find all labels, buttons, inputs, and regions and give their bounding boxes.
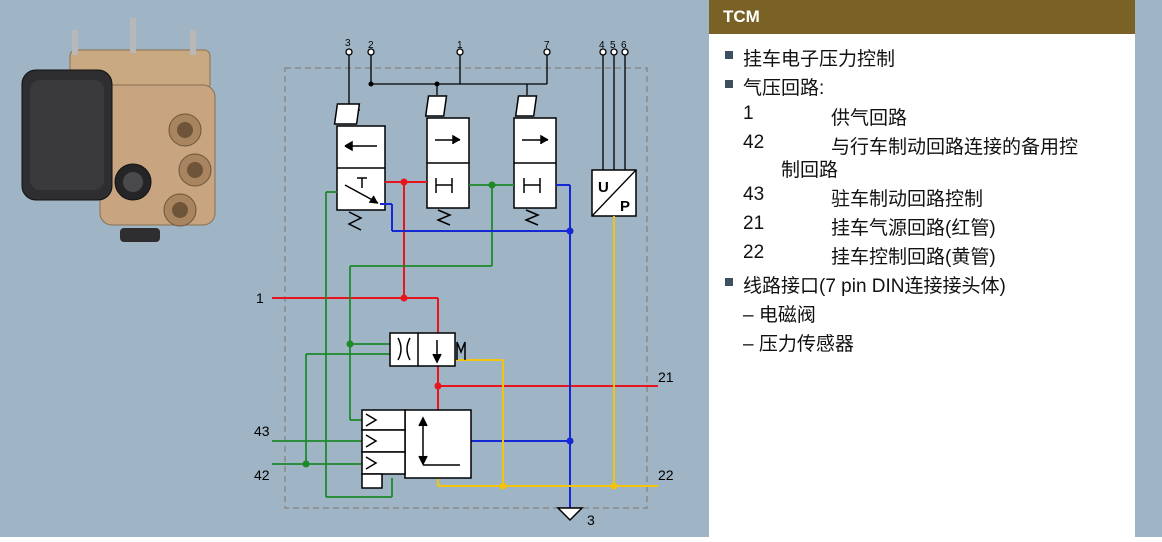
relay-valve xyxy=(389,332,466,367)
port-label-1: 1 xyxy=(256,290,264,306)
port-label-42: 42 xyxy=(254,467,270,483)
pin-label: 7 xyxy=(544,40,550,51)
bullet-icon xyxy=(725,51,733,59)
port-description: 供气回路 xyxy=(831,108,908,129)
pin-connectors xyxy=(345,48,629,170)
header-title: TCM xyxy=(723,7,760,26)
port-description: 与行车制动回路连接的备用控 xyxy=(831,137,1079,158)
schematic-area: 3 2 1 7 4 5 6 xyxy=(21,18,674,528)
pin-label: 3 xyxy=(345,38,351,49)
port-description: 驻车制动回路控制 xyxy=(831,189,984,210)
sub-item: – 压力传感器 xyxy=(743,334,854,355)
port-label-21: 21 xyxy=(658,369,674,385)
bullet-1: 挂车电子压力控制 xyxy=(743,49,896,70)
left-panel: 3 2 1 7 4 5 6 xyxy=(0,0,709,537)
port-number: 22 xyxy=(743,242,765,263)
pin-label: 6 xyxy=(621,40,627,51)
port-label-22: 22 xyxy=(658,467,674,483)
yellow-circuit xyxy=(437,216,658,487)
port-description: 挂车气源回路(红管) xyxy=(831,218,996,239)
solenoid-valve-middle xyxy=(424,95,470,226)
bullet-3: 线路接口(7 pin DIN连接接头体) xyxy=(743,276,1006,297)
port-description-cont: 制回路 xyxy=(781,160,839,181)
header-bar: TCM xyxy=(709,0,1135,34)
port-label-3: 3 xyxy=(587,512,595,528)
solenoid-valve-right xyxy=(513,95,557,226)
solenoid-valve-left xyxy=(333,103,386,231)
pin-label: 2 xyxy=(368,40,374,51)
pin-labels: 3 2 1 7 4 5 6 xyxy=(345,38,627,51)
housing-outline xyxy=(284,67,648,509)
pin-label: 5 xyxy=(610,40,616,51)
port-label-43: 43 xyxy=(254,423,270,439)
valve-photo xyxy=(21,18,216,242)
port-number: 21 xyxy=(743,213,765,234)
sensor-u-label: U xyxy=(598,179,609,196)
pin-label: 1 xyxy=(457,40,463,51)
bullet-icon xyxy=(725,80,733,88)
port-number: 1 xyxy=(743,103,754,124)
bullet-icon xyxy=(725,278,733,286)
green-circuit xyxy=(272,184,514,498)
right-edge-strip xyxy=(1135,0,1162,537)
blue-circuit xyxy=(380,184,571,508)
port-number: 43 xyxy=(743,184,765,205)
red-circuit xyxy=(272,181,658,410)
bullet-2: 气压回路: xyxy=(743,78,825,99)
port-labels: 1 43 42 21 22 3 xyxy=(254,290,674,528)
sensor-p-label: P xyxy=(620,198,630,215)
port-number: 42 xyxy=(743,132,765,153)
control-valve xyxy=(361,409,472,489)
exhaust-symbol xyxy=(556,507,584,522)
text-panel: TCM 挂车电子压力控制 气压回路: 1 供气回路 42 与行车制动回路连接的备… xyxy=(709,0,1135,537)
sub-item: – 电磁阀 xyxy=(743,305,816,326)
pressure-sensor: U P xyxy=(591,169,637,217)
pin-label: 4 xyxy=(599,40,605,51)
port-description: 挂车控制回路(黄管) xyxy=(831,247,996,268)
